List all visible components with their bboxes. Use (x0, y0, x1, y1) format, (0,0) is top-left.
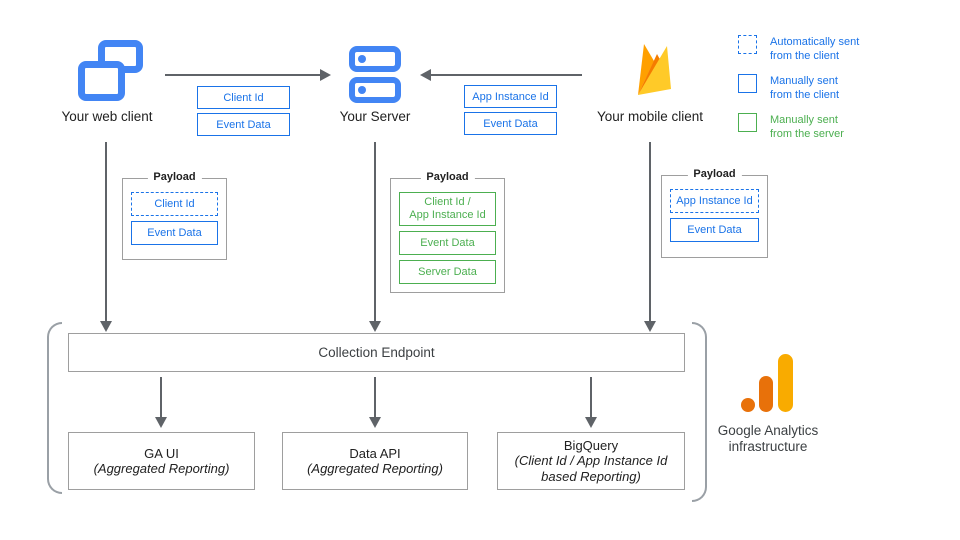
google-analytics-icon (740, 352, 796, 414)
payload-box-mobile: Payload App Instance Id Event Data (661, 168, 768, 258)
legend-swatch-dashed-blue (738, 35, 757, 54)
arrow-endpoint-to-gaui-head (155, 417, 167, 428)
flow-tag-event-data: Event Data (197, 113, 290, 136)
flow-tag-client-id: Client Id (197, 86, 290, 109)
server-led-icon (358, 86, 366, 94)
arrow-mobile-to-endpoint-line (649, 142, 651, 322)
payload-item-event-data: Event Data (131, 221, 218, 245)
payload-title: Payload (147, 171, 202, 183)
arrow-server-to-endpoint-line (374, 142, 376, 322)
payload-item-event-data: Event Data (399, 231, 496, 255)
arrow-mobile-to-server-line (431, 74, 582, 76)
legend-swatch-solid-blue (738, 74, 757, 93)
output-box-ga-ui: GA UI (Aggregated Reporting) (68, 432, 255, 490)
arrow-mobile-to-endpoint-head (644, 321, 656, 332)
arrow-endpoint-to-dataapi-head (369, 417, 381, 428)
payload-title: Payload (420, 171, 475, 183)
legend-swatch-solid-green (738, 113, 757, 132)
flow-tag-app-instance-id: App Instance Id (464, 85, 557, 108)
mobile-client-label: Your mobile client (596, 109, 704, 124)
infrastructure-bracket-left (47, 322, 62, 494)
arrow-mobile-to-server-head (420, 69, 431, 81)
web-client-icon-front-window (78, 61, 125, 101)
arrow-endpoint-to-bigquery-head (585, 417, 597, 428)
ga-logo-mid-bar (759, 376, 773, 412)
web-client-icon (78, 38, 144, 104)
payload-item-client-or-app-instance-id: Client Id / App Instance Id (399, 192, 496, 226)
output-title: GA UI (144, 445, 179, 461)
server-icon (349, 46, 401, 103)
output-box-bigquery: BigQuery (Client Id / App Instance Id ba… (497, 432, 685, 490)
server-icon-unit-top (349, 46, 401, 72)
output-subtitle: (Aggregated Reporting) (93, 461, 230, 476)
output-title: BigQuery (563, 437, 619, 453)
output-subtitle: (Aggregated Reporting) (307, 461, 443, 476)
infrastructure-bracket-right (692, 322, 707, 502)
payload-box-web: Payload Client Id Event Data (122, 171, 227, 260)
arrow-endpoint-to-bigquery-line (590, 377, 592, 418)
ga-logo-dot (741, 398, 755, 412)
payload-item-client-id: Client Id (131, 192, 218, 216)
arrow-endpoint-to-dataapi-line (374, 377, 376, 418)
arrow-server-to-endpoint-head (369, 321, 381, 332)
arrow-web-to-endpoint-line (105, 142, 107, 322)
arrow-web-to-server-line (165, 74, 322, 76)
server-label: Your Server (339, 109, 411, 124)
legend-item-manual-server: Manually sent from the server (770, 114, 844, 140)
payload-item-server-data: Server Data (399, 260, 496, 284)
legend-item-auto-client: Automatically sent from the client (770, 36, 860, 62)
arrow-endpoint-to-gaui-line (160, 377, 162, 418)
flow-tag-event-data: Event Data (464, 112, 557, 135)
server-led-icon (358, 55, 366, 63)
legend-item-manual-client: Manually sent from the client (770, 75, 840, 101)
output-title: Data API (349, 445, 401, 461)
payload-title: Payload (687, 168, 742, 180)
output-subtitle: (Client Id / App Instance Id based Repor… (514, 453, 668, 484)
collection-endpoint-box: Collection Endpoint (68, 333, 685, 372)
arrow-web-to-endpoint-head (100, 321, 112, 332)
firebase-icon (638, 44, 671, 95)
arrow-web-to-server-head (320, 69, 331, 81)
payload-item-app-instance-id: App Instance Id (670, 189, 759, 213)
output-box-data-api: Data API (Aggregated Reporting) (282, 432, 468, 490)
server-icon-unit-bottom (349, 77, 401, 103)
web-client-label: Your web client (61, 109, 153, 124)
payload-box-server: Payload Client Id / App Instance Id Even… (390, 171, 505, 293)
ga-logo-tall-bar (778, 354, 793, 412)
infrastructure-brand-label: Google Analytics infrastructure (717, 423, 819, 454)
payload-item-event-data: Event Data (670, 218, 759, 242)
